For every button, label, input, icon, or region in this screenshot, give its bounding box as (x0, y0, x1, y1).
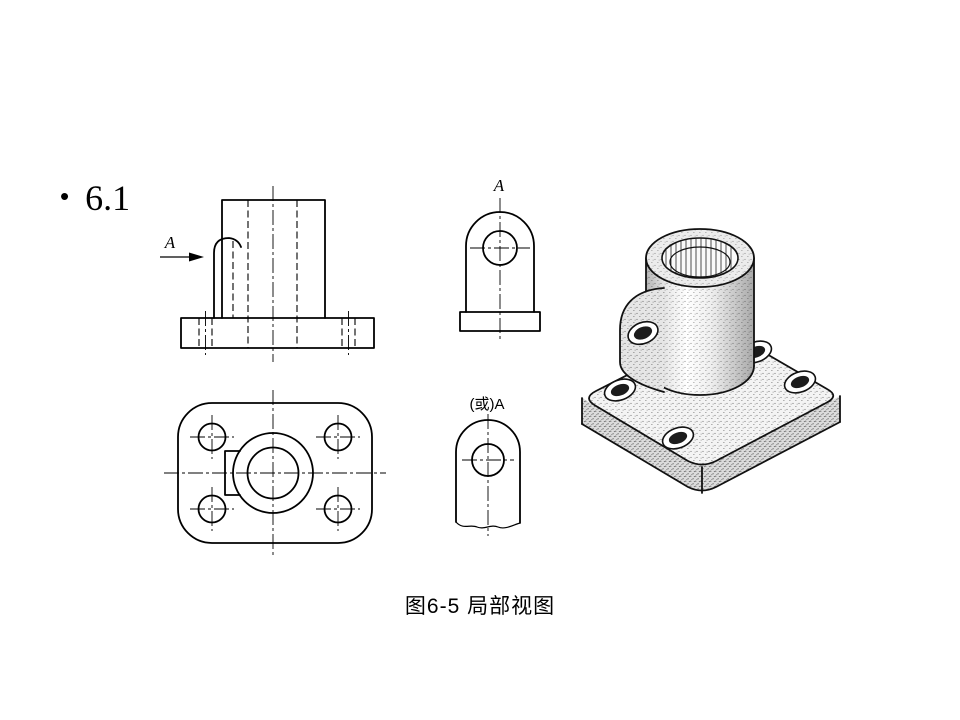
arrowhead (189, 252, 204, 262)
view-direction-label: A (164, 233, 176, 252)
section-number: 6.1 (85, 178, 131, 218)
figure-caption: 图6-5 局部视图 (404, 595, 556, 618)
partial-view-label: A (493, 176, 505, 195)
top-view-drawing (164, 390, 386, 556)
cylinder-bore (661, 237, 739, 279)
pictorial-view-drawing (581, 228, 841, 494)
partial-view-alt-drawing (455, 414, 521, 536)
pictorial-lug (619, 287, 665, 393)
bullet-row: • 6.1 (60, 180, 130, 216)
alt-partial-view-label: (或)A (470, 396, 505, 413)
front-view-drawing (160, 186, 375, 362)
base-hole (661, 426, 695, 450)
base-hole (783, 370, 817, 394)
bullet-marker: • (60, 181, 70, 211)
lug-hole (627, 320, 659, 346)
base-hole (603, 378, 637, 402)
partial-view-a-drawing (459, 198, 541, 342)
pictorial-cylinder (645, 228, 755, 396)
view-direction-arrow (160, 252, 204, 262)
